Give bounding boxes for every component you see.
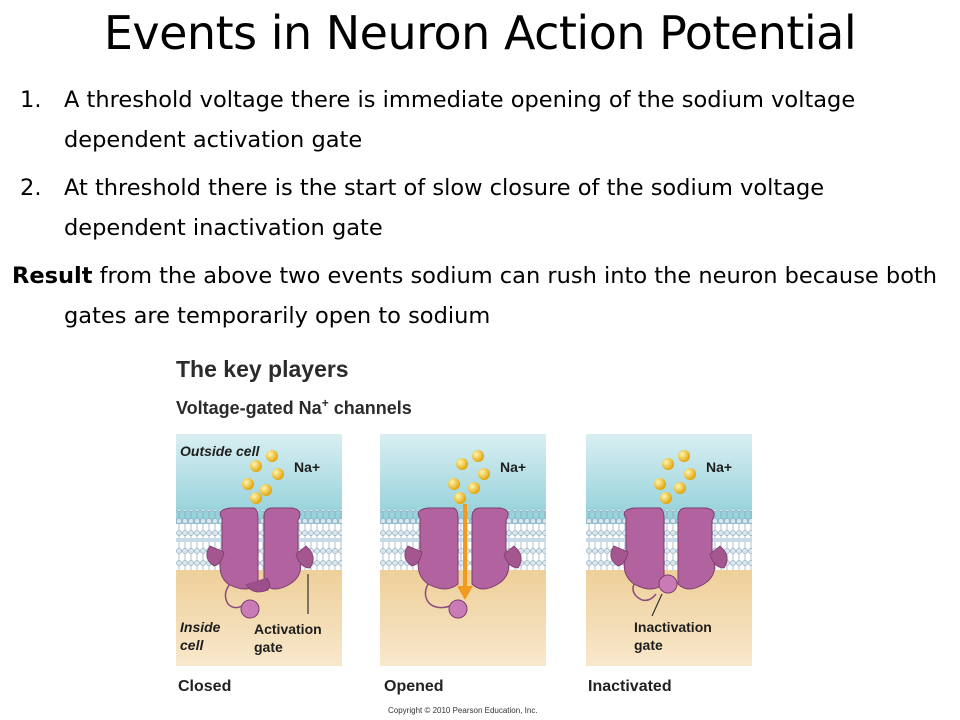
channel-illustration-closed	[176, 434, 342, 666]
na-ion-label: Na+	[294, 459, 321, 475]
inactivation-gate-label: Inactivation gate	[634, 619, 712, 653]
state-caption-closed: Closed	[178, 678, 232, 695]
subheading-sup: +	[321, 396, 329, 410]
list-number: 1.	[20, 87, 42, 113]
channel-panel-opened: Na+	[380, 434, 546, 666]
list-text: A threshold voltage there is immediate o…	[64, 87, 856, 153]
channel-panel-closed: Outside cell Na+ Inside cell Activation …	[176, 434, 342, 666]
state-caption-opened: Opened	[384, 678, 444, 695]
list-number: 2.	[20, 175, 42, 201]
copyright-notice: Copyright © 2010 Pearson Education, Inc.	[388, 706, 538, 715]
inside-cell-label: Inside cell	[180, 619, 221, 653]
channel-illustration-inactivated	[586, 434, 752, 666]
slide-title: Events in Neuron Action Potential	[103, 6, 857, 60]
slide-body: 1. A threshold voltage there is immediat…	[12, 80, 948, 336]
subheading-prefix: Voltage-gated Na	[176, 398, 322, 418]
channel-panel-inactivated: Na+ Inactivation gate	[586, 434, 752, 666]
list-item: 2. At threshold there is the start of sl…	[12, 168, 948, 248]
subheading-suffix: channels	[328, 398, 412, 418]
na-ion-label: Na+	[706, 459, 733, 475]
list-item: 1. A threshold voltage there is immediat…	[12, 80, 948, 160]
state-caption-inactivated: Inactivated	[588, 678, 672, 695]
figure-heading: The key players	[176, 356, 349, 382]
outside-cell-label: Outside cell	[180, 443, 260, 459]
figure-subheading: Voltage-gated Na+ channels	[176, 396, 412, 419]
channel-illustration-opened	[380, 434, 546, 666]
result-label: Result	[12, 263, 93, 289]
result-paragraph: Result from the above two events sodium …	[12, 256, 948, 336]
na-ion-label: Na+	[500, 459, 527, 475]
activation-gate-label: Activation gate	[254, 621, 322, 655]
list-text: At threshold there is the start of slow …	[64, 175, 825, 241]
result-text: from the above two events sodium can rus…	[64, 263, 938, 329]
